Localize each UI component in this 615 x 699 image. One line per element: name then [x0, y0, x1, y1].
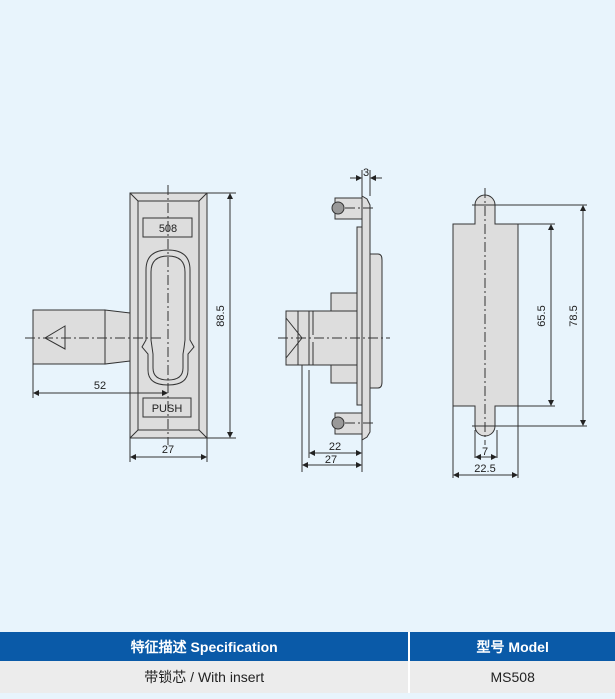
- side-view: 3 22 27: [278, 167, 390, 472]
- dim-65-5: 65.5: [536, 305, 548, 326]
- dim-27-side: 27: [325, 454, 337, 466]
- dim-22: 22: [329, 441, 341, 453]
- table-row: 带锁芯 / With insert MS508: [0, 661, 615, 693]
- dim-27-front: 27: [162, 444, 174, 456]
- dim-22-5: 22.5: [474, 463, 495, 475]
- dim-52: 52: [94, 380, 106, 392]
- header-specification: 特征描述 Specification: [0, 632, 410, 661]
- spec-table: 特征描述 Specification 型号 Model 带锁芯 / With i…: [0, 632, 615, 693]
- dim-78-5: 78.5: [568, 305, 580, 326]
- dim-3: 3: [363, 167, 369, 179]
- label-push: PUSH: [152, 403, 183, 415]
- back-view: 65.5 78.5 7 22.5: [452, 188, 587, 478]
- cell-model: MS508: [408, 661, 615, 693]
- table-header: 特征描述 Specification 型号 Model: [0, 632, 615, 661]
- dim-7: 7: [482, 446, 488, 458]
- front-view: 508 PUSH 52 27 88.5: [25, 185, 236, 462]
- header-model: 型号 Model: [408, 632, 615, 661]
- dim-88-5: 88.5: [215, 305, 227, 326]
- cell-specification: 带锁芯 / With insert: [0, 661, 410, 693]
